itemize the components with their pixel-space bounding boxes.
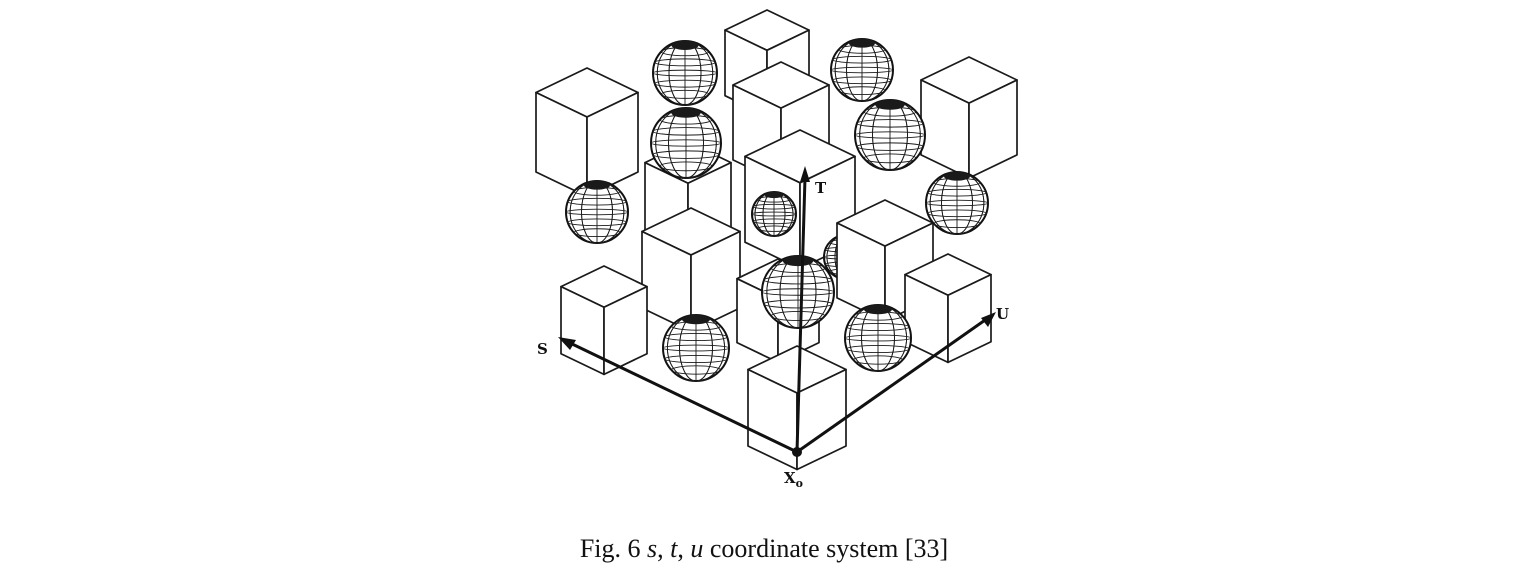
sphere bbox=[652, 40, 718, 106]
object-grid bbox=[535, 9, 1018, 471]
sphere bbox=[830, 38, 894, 102]
axis-t-label: T bbox=[815, 179, 827, 197]
cube bbox=[920, 56, 1018, 179]
figure-caption: Fig. 6 s, t, u coordinate system [33] bbox=[0, 534, 1528, 564]
cube bbox=[560, 265, 648, 376]
origin-point bbox=[792, 447, 802, 457]
cube bbox=[641, 207, 741, 333]
axis-s-label: S bbox=[537, 340, 548, 358]
caption-prefix: Fig. 6 bbox=[579, 534, 648, 563]
sphere bbox=[761, 255, 835, 329]
origin-label-main: X bbox=[784, 469, 796, 487]
cube bbox=[904, 253, 992, 364]
sphere bbox=[925, 171, 989, 235]
caption-sep1: , bbox=[657, 534, 671, 563]
caption-suffix: coordinate system [33] bbox=[703, 534, 949, 563]
caption-s: s bbox=[647, 534, 658, 563]
sphere bbox=[854, 99, 926, 171]
sphere bbox=[650, 107, 722, 179]
caption-u: u bbox=[690, 534, 704, 563]
sphere bbox=[662, 314, 730, 382]
caption-sep2: , bbox=[677, 534, 691, 563]
axis-u-label: U bbox=[996, 305, 1009, 323]
sphere bbox=[844, 304, 912, 372]
axis-s bbox=[558, 337, 798, 454]
sphere bbox=[565, 180, 629, 244]
cube bbox=[535, 67, 639, 198]
origin-label-subscript: o bbox=[796, 477, 803, 490]
sphere bbox=[751, 191, 797, 237]
coordinate-diagram: S T U Xo bbox=[535, 9, 1018, 490]
axis-t bbox=[795, 166, 810, 453]
caption-t: t bbox=[670, 534, 678, 563]
origin-label: Xo bbox=[784, 469, 803, 490]
axis-u bbox=[796, 312, 996, 454]
